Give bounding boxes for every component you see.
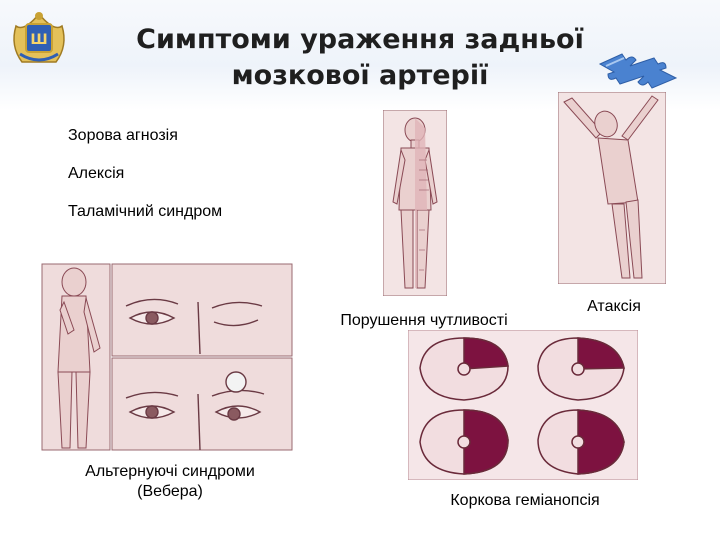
visual-field-right-eye-bottom [537,409,625,475]
caption-weber-line-2: (Вебера) [137,483,203,500]
list-item: Таламічний синдром [68,203,223,220]
visual-field-left-eye-bottom [419,409,509,475]
sensory-figure [383,110,447,296]
university-crest-logo: Ш [13,12,65,63]
caption-ataxia: Атаксія [587,298,641,315]
ataxia-figure [558,92,666,284]
visual-field-right-eye-top [537,337,625,401]
slide-title: Симптоми ураження задньої мозкової артер… [80,22,640,94]
visual-field-left-eye-top [419,337,509,401]
weber-syndrome-illustration [40,262,294,452]
svg-text:Ш: Ш [30,32,47,48]
list-item: Зорова агнозія [68,127,178,144]
visual-field-diagrams [408,330,638,480]
list-item: Алексія [68,165,125,182]
puzzle-icon [598,53,678,89]
caption-weber: Альтернуючі синдроми (Вебера) [40,462,300,502]
caption-sensory: Порушення чутливості [340,312,508,329]
title-line-1: Симптоми ураження задньої [136,24,584,55]
title-line-2: мозкової артерії [231,60,489,91]
caption-hemianopsia: Коркова геміанопсія [450,492,600,509]
symptom-list: Зорова агнозія Алексія Таламічний синдро… [68,124,222,238]
caption-weber-line-1: Альтернуючі синдроми [85,463,255,480]
